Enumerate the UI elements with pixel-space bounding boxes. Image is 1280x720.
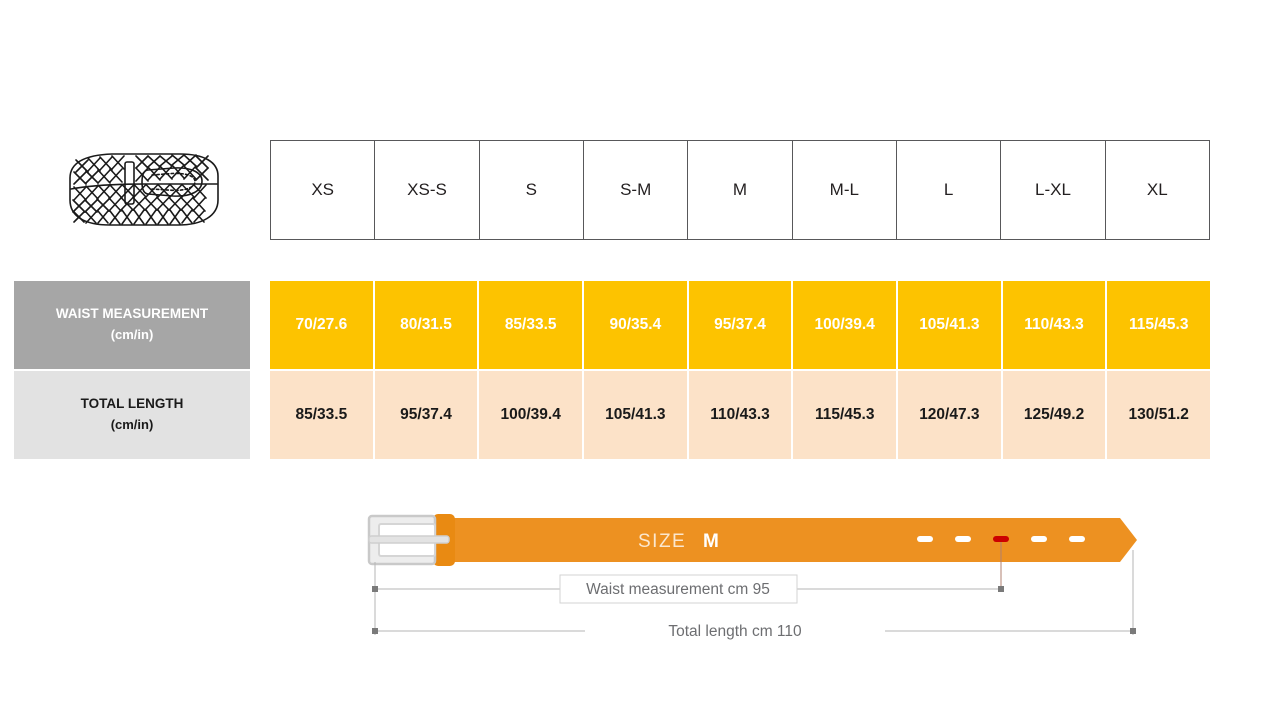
length-dimension-tick-end <box>1130 628 1136 634</box>
size-header-cell: XL <box>1104 140 1210 240</box>
belt-hole <box>955 536 971 542</box>
length-value-cell: 105/41.3 <box>584 371 689 459</box>
waist-value-cell: 80/31.5 <box>374 281 480 369</box>
waist-dimension-label: Waist measurement cm 95 <box>586 581 770 598</box>
product-illustration <box>52 140 232 240</box>
belt-hole <box>1069 536 1085 542</box>
waist-dimension-tick-start <box>372 586 378 592</box>
length-value-cell: 95/37.4 <box>374 371 480 459</box>
belt-size-prefix-label: SIZE <box>638 531 686 552</box>
row-label-line2: (cm/in) <box>110 327 154 343</box>
waist-value-cell: 95/37.4 <box>688 281 794 369</box>
row-label-line2: (cm/in) <box>110 417 154 433</box>
size-header-cell: S-M <box>582 140 689 240</box>
length-value-cells: 85/33.5 95/37.4 100/39.4 105/41.3 110/43… <box>270 371 1211 459</box>
measurement-table: WAIST MEASUREMENT (cm/in) 70/27.6 80/31.… <box>14 281 1211 459</box>
waist-value-cell: 115/45.3 <box>1107 281 1211 369</box>
row-label-line1: WAIST MEASUREMENT <box>55 306 209 322</box>
waist-value-cell: 70/27.6 <box>270 281 375 369</box>
size-header-cell: XS <box>270 140 376 240</box>
size-header-cell: XS-S <box>374 140 480 240</box>
row-label-line1: TOTAL LENGTH <box>80 396 184 412</box>
belt-hole-highlighted <box>993 536 1009 542</box>
waist-value-cell: 100/39.4 <box>793 281 899 369</box>
label-gap <box>250 371 270 459</box>
table-row-total-length: TOTAL LENGTH (cm/in) 85/33.5 95/37.4 100… <box>14 371 1211 459</box>
length-dimension-label-bg <box>585 618 885 644</box>
buckle-prong <box>368 535 450 544</box>
belt-strap <box>445 518 1137 562</box>
length-value-cell: 85/33.5 <box>270 371 375 459</box>
size-header-cell: L <box>895 140 1002 240</box>
length-value-cell: 110/43.3 <box>688 371 794 459</box>
length-value-cell: 100/39.4 <box>479 371 585 459</box>
belt-measurement-diagram: SIZE M Waist measurement cm 95 Total len… <box>355 500 1155 650</box>
belt-size-value-label: M <box>703 531 719 552</box>
length-dimension-label: Total length cm 110 <box>668 623 802 640</box>
length-dimension-tick-start <box>372 628 378 634</box>
size-header-row: XS XS-S S S-M M M-L L L-XL XL <box>270 140 1210 240</box>
row-label-waist-measurement: WAIST MEASUREMENT (cm/in) <box>14 281 250 369</box>
length-value-cell: 125/49.2 <box>1002 371 1108 459</box>
size-header-cell: L-XL <box>1000 140 1106 240</box>
waist-value-cell: 85/33.5 <box>479 281 585 369</box>
size-header-cell: M-L <box>791 140 897 240</box>
belt-hole <box>917 536 933 542</box>
waist-dimension-label-box <box>559 574 798 604</box>
length-value-cell: 120/47.3 <box>898 371 1003 459</box>
row-label-total-length: TOTAL LENGTH (cm/in) <box>14 371 250 459</box>
waist-value-cell: 110/43.3 <box>1002 281 1108 369</box>
braided-belt-icon <box>69 153 219 226</box>
label-gap <box>250 281 270 369</box>
waist-dimension-tick-end <box>998 586 1004 592</box>
size-header-cell: S <box>478 140 584 240</box>
length-value-cell: 130/51.2 <box>1107 371 1211 459</box>
table-row-waist-measurement: WAIST MEASUREMENT (cm/in) 70/27.6 80/31.… <box>14 281 1211 369</box>
size-header-cell: M <box>687 140 793 240</box>
belt-hole <box>1031 536 1047 542</box>
waist-value-cells: 70/27.6 80/31.5 85/33.5 90/35.4 95/37.4 … <box>270 281 1211 369</box>
waist-value-cell: 105/41.3 <box>898 281 1003 369</box>
length-value-cell: 115/45.3 <box>793 371 899 459</box>
waist-value-cell: 90/35.4 <box>584 281 689 369</box>
